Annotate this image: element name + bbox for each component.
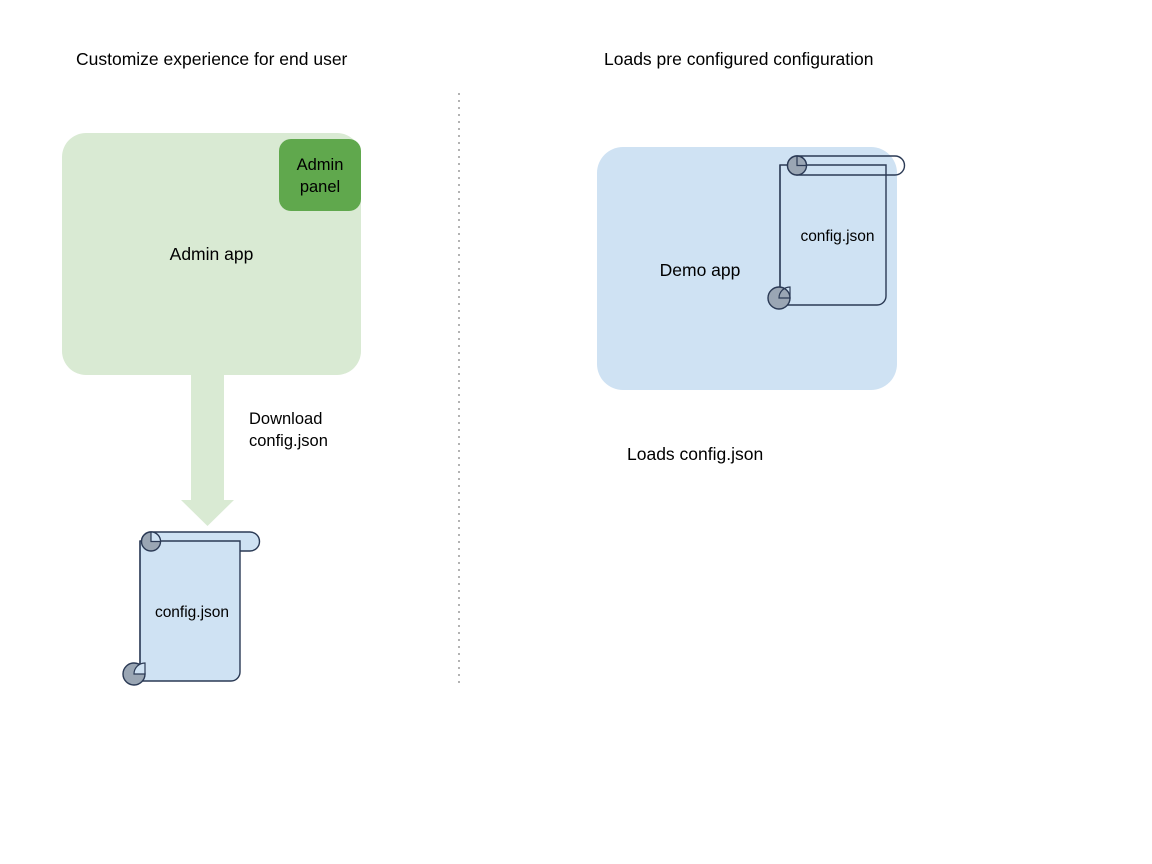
demo-app-label: Demo app — [659, 260, 741, 280]
document-right-body[interactable] — [779, 164, 887, 306]
document-left-bottom-curl-notch — [133, 662, 146, 675]
document-right-top-curl-notch — [796, 155, 808, 167]
document-left-top-curl-notch — [150, 531, 162, 543]
download-arrow-label: Download config.json — [249, 408, 328, 453]
download-arrow — [181, 375, 234, 526]
download-arrow-label-line1: Download — [249, 410, 323, 428]
document-right-label: config.json — [800, 228, 875, 245]
admin-app-label: Admin app — [169, 244, 254, 264]
document-right-bottom-curl-notch — [778, 286, 791, 299]
admin-panel-label-line2: panel — [299, 177, 341, 196]
download-arrow-label-line2: config.json — [249, 432, 328, 451]
right-column-title: Loads pre configured configuration — [604, 49, 874, 69]
admin-panel-box[interactable] — [279, 139, 361, 211]
loads-config-caption: Loads config.json — [627, 444, 764, 464]
document-left-body[interactable] — [139, 540, 241, 682]
left-column-title: Customize experience for end user — [76, 49, 348, 69]
admin-panel-label-line1: Admin — [296, 156, 344, 174]
document-left-label: config.json — [154, 604, 230, 621]
admin-panel-label: Admin panel — [279, 155, 361, 199]
demo-app-box[interactable] — [597, 147, 897, 390]
